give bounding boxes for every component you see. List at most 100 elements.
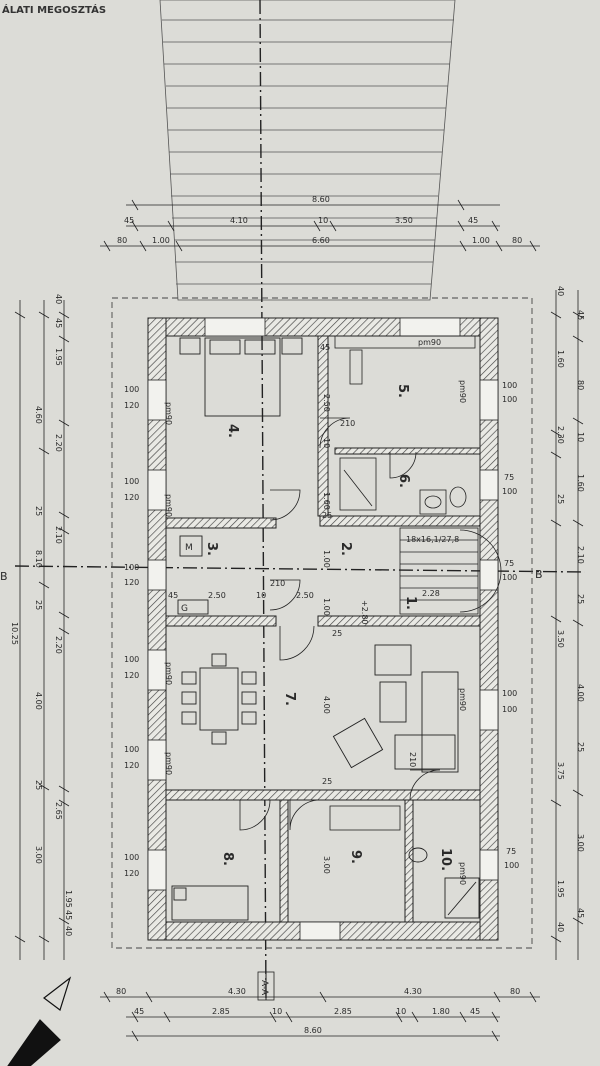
- right-dim-160: 1.60: [556, 350, 565, 368]
- left-total-dim: 10.25: [10, 622, 19, 645]
- inner-300v: 3.00: [322, 856, 331, 874]
- bottom-dim-f: 10: [396, 1007, 406, 1016]
- pm-7: pm90: [458, 862, 467, 885]
- left-dim-810: 8.10: [34, 550, 43, 568]
- gas-box: [177, 599, 209, 615]
- bottom-dim-r45: 45: [470, 1007, 480, 1016]
- right-dim-350: 3.50: [556, 630, 565, 648]
- bottom-dimension-lines: [100, 991, 540, 1042]
- bottom-dim-r80: 80: [510, 987, 520, 996]
- win-l2-w: 100: [124, 477, 139, 486]
- inner-250b: 2.50: [296, 591, 314, 600]
- top-dim-l100: 1.00: [152, 236, 170, 245]
- win-r5-h: 100: [504, 861, 519, 870]
- inner-160: 1.60: [322, 492, 331, 510]
- win-l6-w: 100: [124, 853, 139, 862]
- wardrobe-room9: [329, 805, 401, 831]
- wardrobe-room5: [334, 335, 476, 385]
- bottom-dim-d: 10: [272, 1007, 282, 1016]
- left-dim-texts: 40 45 1.95 2.20 25 2.10 2.20 25 4.00 2.6…: [10, 294, 73, 936]
- pm-3: pm90: [164, 662, 173, 685]
- bottom-total-dim: 8.60: [304, 1026, 322, 1035]
- right-dim-40b: 40: [556, 922, 565, 932]
- top-dim-l45: 45: [124, 216, 134, 225]
- inner-100a: 1.00: [322, 550, 331, 568]
- top-dim-b: 10: [318, 216, 328, 225]
- right-dim-375: 3.75: [556, 762, 565, 780]
- left-dim-45: 45: [54, 318, 63, 328]
- right-dim-40: 40: [556, 286, 565, 296]
- room-5: 5.: [395, 384, 410, 398]
- right-dim-25c: 25: [576, 742, 585, 752]
- inner-10: 10: [256, 591, 266, 600]
- stairs-spec: 18x16,1/27,8: [406, 535, 459, 544]
- left-dim-220b: 2.20: [54, 636, 63, 654]
- gas-symbol: G: [181, 604, 188, 614]
- left-dim-400: 4.00: [34, 692, 43, 710]
- pm-2: pm90: [164, 494, 173, 517]
- right-dim-45: 45: [576, 310, 585, 320]
- bathroom-fixtures: [339, 457, 467, 515]
- right-dim-195: 1.95: [556, 880, 565, 898]
- right-dim-25b: 25: [576, 594, 585, 604]
- bottom-dim-g: 1.80: [432, 1007, 450, 1016]
- eave-outline: [111, 297, 533, 949]
- win-r2-h: 100: [502, 487, 517, 496]
- bottom-dim-l80: 80: [116, 987, 126, 996]
- win-l1-h: 120: [124, 401, 139, 410]
- left-dim-220a: 2.20: [54, 434, 63, 452]
- axis-left-label: B: [0, 570, 8, 583]
- roof-projection: [159, 0, 456, 301]
- door-210-c: 210: [408, 752, 417, 767]
- win-l4-h: 120: [124, 671, 139, 680]
- right-dim-300: 3.00: [576, 834, 585, 852]
- win-r5-w: 75: [506, 847, 516, 856]
- inner-100b: 1.00: [322, 598, 331, 616]
- right-dim-texts: 40 45 1.60 80 2.30 10 1.60 25 2.10 25 3.…: [556, 286, 585, 932]
- top-dim-inner: 6.60: [312, 236, 330, 245]
- top-dim-a: 4.10: [230, 216, 248, 225]
- win-r2-w: 75: [504, 473, 514, 482]
- right-dim-160b: 1.60: [576, 474, 585, 492]
- inner-228: 2.28: [422, 589, 440, 598]
- pm-4: pm90: [164, 752, 173, 775]
- right-dim-80: 80: [576, 380, 585, 390]
- left-dim-460: 4.60: [34, 406, 43, 424]
- win-l3-w: 100: [124, 563, 139, 572]
- left-dim-25b: 25: [34, 600, 43, 610]
- bottom-dim-b: 4.30: [404, 987, 422, 996]
- inner-250a: 2.50: [208, 591, 226, 600]
- top-total-dim: 8.60: [312, 195, 330, 204]
- meter-symbol: M: [185, 543, 193, 553]
- win-l2-h: 120: [124, 493, 139, 502]
- win-l3-h: 120: [124, 578, 139, 587]
- window-openings: [147, 317, 499, 941]
- meter-box: [179, 535, 203, 557]
- left-dim-195b: 1.95: [64, 890, 73, 908]
- inner-250v: 2.50: [322, 394, 331, 412]
- inner-10v: 10: [322, 438, 331, 448]
- right-dim-10: 10: [576, 432, 585, 442]
- inner-45: 45: [168, 591, 178, 600]
- pm-8: pm90: [418, 338, 441, 347]
- bathroom10-fixtures: [408, 847, 480, 919]
- right-dim-210: 2.10: [576, 546, 585, 564]
- bottom-dim-l45: 45: [134, 1007, 144, 1016]
- door-swings: [239, 417, 441, 831]
- living-room-furniture: [332, 644, 459, 773]
- win-l5-w: 100: [124, 745, 139, 754]
- bed-room4: [179, 337, 303, 417]
- room-10: 10.: [438, 848, 453, 871]
- room-2: 2.: [338, 542, 353, 556]
- room-9: 9.: [348, 850, 363, 864]
- inner-25b: 25: [322, 777, 332, 786]
- pm-1: pm90: [164, 402, 173, 425]
- win-r1-h: 100: [502, 395, 517, 404]
- win-r3-h: 100: [502, 573, 517, 582]
- right-dim-400: 4.00: [576, 684, 585, 702]
- win-r4-h: 100: [502, 705, 517, 714]
- top-dim-c: 3.50: [395, 216, 413, 225]
- section-label: A-A: [259, 980, 269, 996]
- right-dim-45b: 45: [576, 908, 585, 918]
